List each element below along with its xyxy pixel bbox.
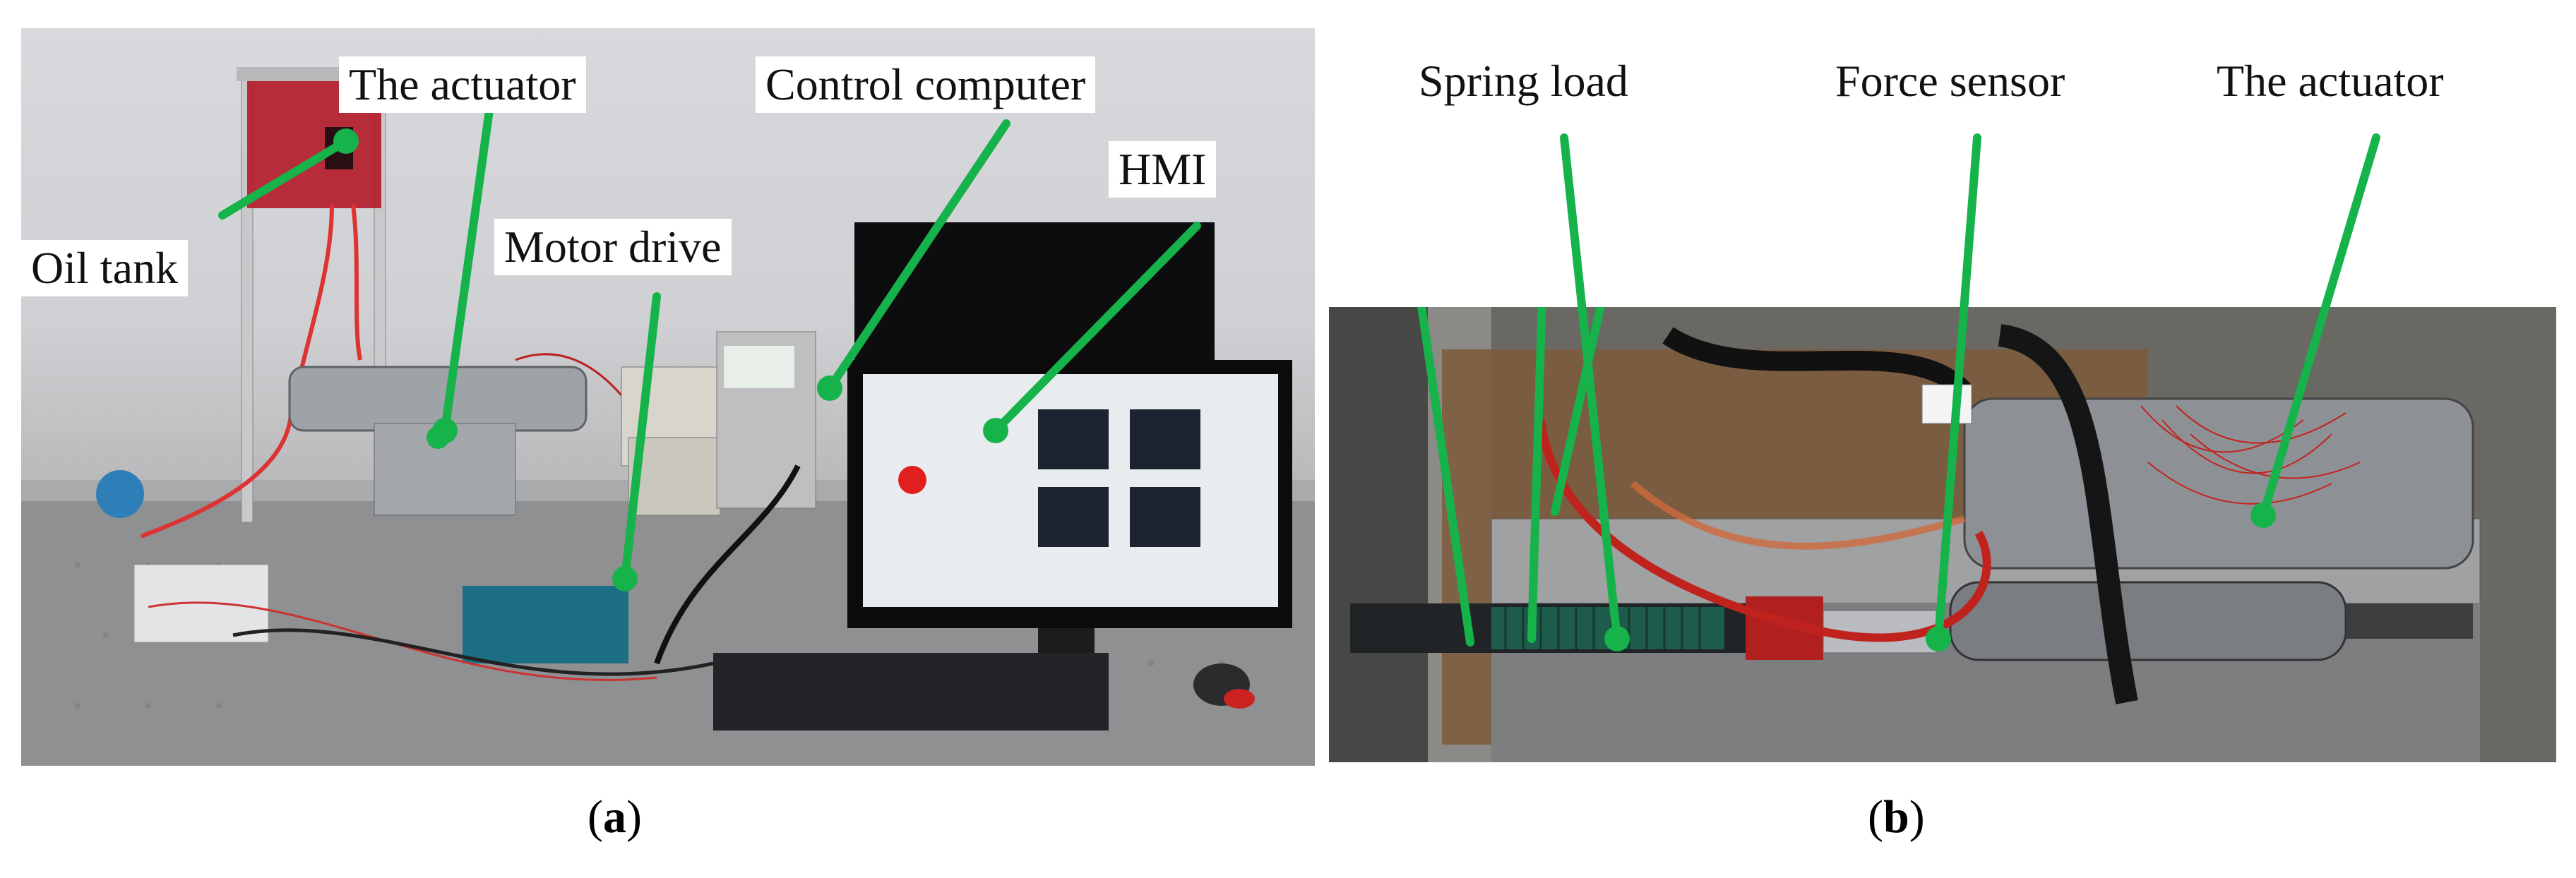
hmi-pointer [991, 222, 1201, 435]
actuator-closeup-photo [1329, 307, 2556, 762]
label-actuator-a: The actuator [339, 56, 586, 113]
label-force-sensor: Force sensor [1825, 53, 2075, 109]
caption-a: (a) [588, 791, 642, 843]
caption-b-letter: b [1883, 791, 1909, 843]
label-oil-tank: Oil tank [21, 240, 188, 296]
motor-drive-pointer [621, 292, 661, 583]
label-actuator-b: The actuator [2207, 53, 2454, 109]
spring-load-pointer [1417, 307, 1474, 647]
actuator-pointer [441, 80, 497, 435]
teal-drive-box [463, 586, 628, 663]
label-control-computer: Control computer [756, 56, 1096, 113]
caption-a-letter: a [602, 791, 626, 843]
caption-b: (b) [1868, 791, 1925, 843]
stop-button-icon [898, 466, 926, 494]
label-spring-load: Spring load [1409, 53, 1638, 109]
label-hmi: HMI [1109, 141, 1217, 198]
photo-panel-b [1329, 307, 2556, 762]
blue-valve [96, 470, 144, 518]
actuator-body [1963, 397, 2474, 570]
keyboard [713, 653, 1109, 730]
photo-panel-a: The actuator Control computer HMI Oil ta… [21, 28, 1315, 766]
label-motor-drive: Motor drive [494, 219, 732, 275]
oil-tank-pointer [218, 137, 350, 220]
test-bench-photo [21, 67, 1315, 766]
force-sensor-pointer [1527, 307, 1546, 643]
control-computer-pointer [825, 119, 1010, 392]
